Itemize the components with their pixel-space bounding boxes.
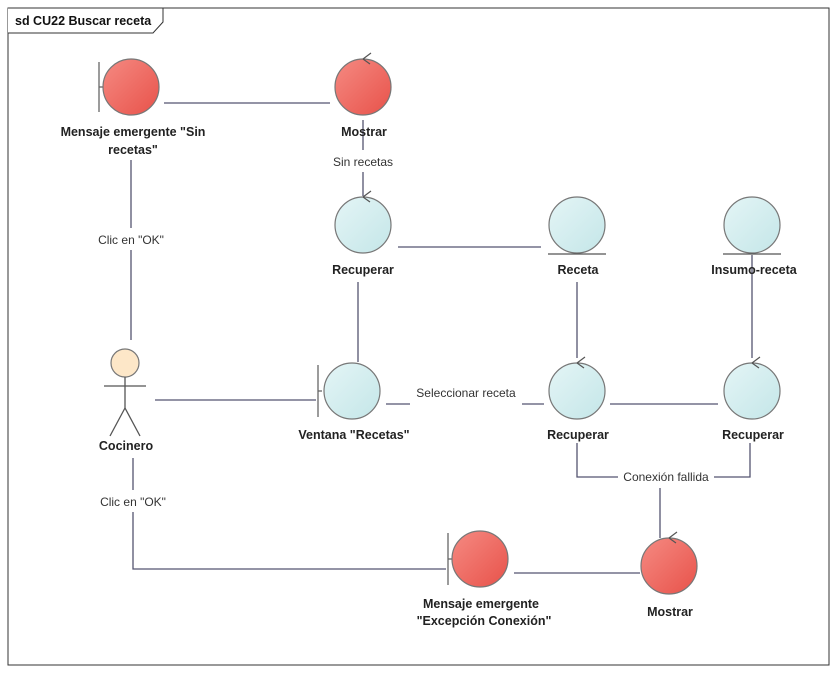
actor-head bbox=[110, 348, 140, 378]
node-label-line: Insumo-receta bbox=[711, 263, 797, 277]
control-recuperar-mid[interactable]: Recuperar bbox=[547, 356, 609, 442]
edge-label-conexion-fallida: Conexión fallida bbox=[623, 470, 709, 484]
node-label-line: Recuperar bbox=[547, 428, 609, 442]
edge-label-seleccionar-receta: Seleccionar receta bbox=[416, 386, 516, 400]
node-label-line: recetas" bbox=[108, 143, 158, 157]
node-label-line: "Excepción Conexión" bbox=[417, 614, 552, 628]
node-label-line: Mostrar bbox=[341, 125, 387, 139]
control-mostrar-top[interactable]: Mostrar bbox=[334, 52, 392, 139]
link-recuperar-conexion-right bbox=[714, 443, 751, 478]
entity-receta[interactable]: Receta bbox=[548, 196, 606, 277]
frame-title-tab bbox=[8, 7, 164, 34]
node-label-line: Mostrar bbox=[647, 605, 693, 619]
node-label-line: Ventana "Recetas" bbox=[298, 428, 409, 442]
actor-cocinero[interactable]: Cocinero bbox=[99, 348, 154, 453]
edge-label-clic-ok-top: Clic en "OK" bbox=[98, 233, 164, 247]
control-recuperar-top[interactable]: Recuperar bbox=[332, 190, 394, 277]
control-mostrar-bottom[interactable]: Mostrar bbox=[640, 531, 698, 619]
diagram-title: sd CU22 Buscar receta bbox=[15, 14, 152, 28]
node-label-line: Recuperar bbox=[722, 428, 784, 442]
entity-insumo-receta[interactable]: Insumo-receta bbox=[711, 196, 798, 277]
node-label-line: Mensaje emergente bbox=[423, 597, 539, 611]
edge-label-clic-ok-bottom: Clic en "OK" bbox=[100, 495, 166, 509]
control-recuperar-right[interactable]: Recuperar bbox=[722, 356, 784, 442]
node-label-line: Mensaje emergente "Sin bbox=[61, 125, 206, 139]
link-msg-excepcion-clic-bottom bbox=[132, 512, 446, 570]
boundary-ventana-recetas[interactable]: Ventana "Recetas" bbox=[298, 362, 410, 442]
node-label-line: Recuperar bbox=[332, 263, 394, 277]
boundary-msg-sin-recetas[interactable]: Mensaje emergente "Sin recetas" bbox=[61, 58, 206, 157]
connections bbox=[130, 102, 753, 574]
boundary-msg-excepcion[interactable]: Mensaje emergente "Excepción Conexión" bbox=[417, 530, 552, 628]
link-recuperar-conexion-left bbox=[576, 443, 618, 478]
node-label-line: Receta bbox=[558, 263, 600, 277]
edge-label-sin-recetas: Sin recetas bbox=[333, 155, 393, 169]
node-label-line: Cocinero bbox=[99, 439, 154, 453]
